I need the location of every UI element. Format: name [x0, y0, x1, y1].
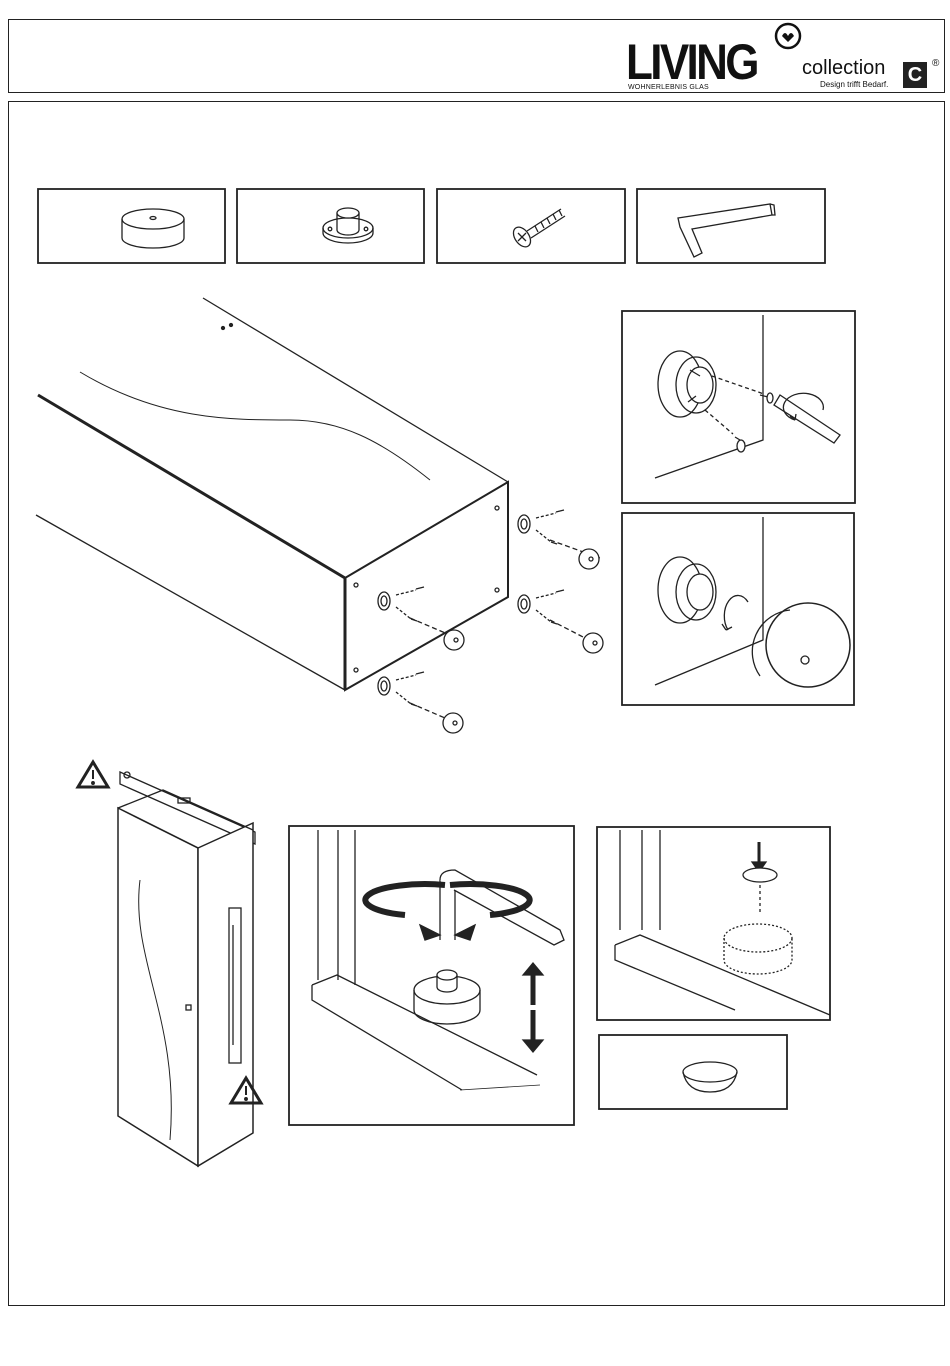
cabinet-lying-illustration — [36, 298, 508, 690]
hex-key-icon — [678, 204, 775, 257]
upright-cabinet-illustration — [118, 772, 255, 1166]
part-box-hexkey — [637, 189, 825, 263]
part-box-screw — [437, 189, 625, 263]
foot-assembly-3 — [518, 590, 603, 653]
part-box-mount — [237, 189, 424, 263]
parts-list — [38, 189, 825, 263]
cover-cap-icon — [599, 1035, 787, 1109]
round-foot-icon — [122, 209, 184, 248]
detail-screw-mount — [622, 311, 855, 503]
detail-adjust-height — [289, 826, 574, 1125]
warning-triangle-icon — [78, 762, 108, 787]
detail-attach-foot — [622, 513, 854, 705]
foot-assembly-4 — [378, 672, 463, 733]
feet-exploded-view — [378, 510, 603, 733]
detail-insert-cap — [597, 827, 830, 1020]
foot-mount-icon — [323, 208, 373, 243]
foot-assembly-2 — [378, 587, 464, 650]
foot-assembly-1 — [518, 510, 600, 569]
screw-icon — [510, 209, 565, 250]
